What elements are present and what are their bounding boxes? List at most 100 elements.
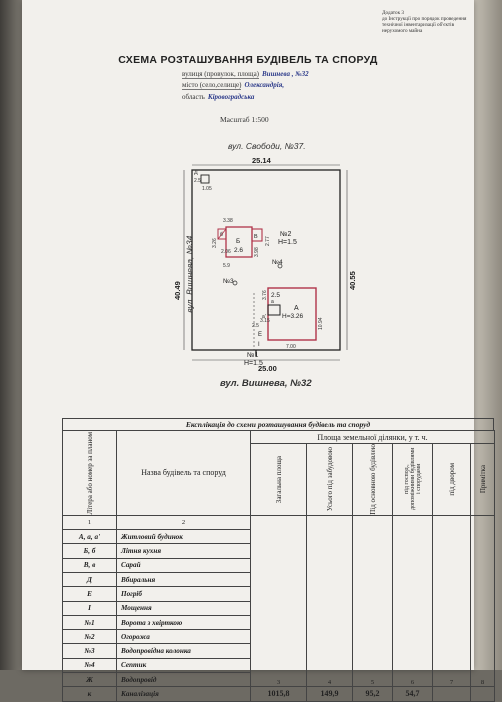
explication-table: Експлікація до схеми розташування будіве…: [62, 418, 495, 702]
aux-building-area: 54,7: [392, 686, 433, 702]
row-litera: В, в: [62, 557, 117, 573]
header-note-text: Примітка: [478, 465, 487, 494]
table-row: А, а, а'Житловий будинок: [62, 529, 495, 545]
dim-b-h2: 2.06: [221, 249, 231, 255]
col-number: 2: [116, 514, 251, 531]
row-name: Каналізація: [116, 686, 251, 702]
header-aux: під господ., допоміжними будівлями і спо…: [392, 443, 433, 516]
row-litera: Ж: [62, 672, 117, 688]
row-name: Водопровід: [116, 672, 251, 688]
yard-area: [432, 686, 471, 702]
row-litera: №1: [62, 614, 117, 631]
scale-text: Масштаб 1:500: [220, 115, 269, 124]
dim-bottom: 25.00: [258, 364, 277, 373]
col-number: 1: [62, 514, 117, 531]
row-name: Огорожа: [116, 629, 251, 645]
region-label: область: [182, 93, 205, 101]
summer-kitchen-label: Б: [236, 238, 240, 245]
table-title: Експлікація до схеми розташування будіве…: [62, 418, 494, 430]
septic-number: №4: [272, 259, 283, 266]
col-number: 6: [392, 514, 433, 688]
row-name: Мощення: [116, 600, 251, 616]
header-total: Загальна площа: [250, 443, 307, 516]
septic-marker: [277, 263, 283, 269]
water-column-marker: [232, 280, 238, 286]
row-litera: Е: [62, 586, 117, 602]
shed-building: [251, 228, 263, 242]
outhouse-dim: 1.05: [202, 186, 212, 192]
note-line: нерухомого майна: [382, 28, 423, 34]
col-number: 5: [352, 514, 393, 688]
header-litera-text: Літера або номер за планом: [85, 431, 94, 515]
col-number: 3: [250, 514, 307, 688]
row-litera: к: [62, 686, 117, 702]
note-cell: [470, 686, 495, 702]
summer-kitchen-annex: [217, 228, 227, 240]
shed-label: В: [254, 234, 258, 240]
col-number: 7: [432, 514, 471, 688]
header-built: Усього під забудовою: [306, 443, 353, 516]
dim-a-side: 3.76: [262, 290, 268, 300]
row-name: Водопровідна колонка: [116, 643, 251, 659]
summer-kitchen-building: [225, 226, 253, 258]
site-plan: 25.14 25.00 40.49 40.55 Д 2.5 1.05 Б 2.6…: [173, 156, 357, 373]
fence-number: №2: [280, 231, 292, 238]
region-value: Кіровоградська: [207, 93, 255, 101]
plot-boundary: [191, 169, 341, 351]
house-annex-label: а: [271, 299, 274, 305]
city-value: Олександрія,: [244, 81, 285, 89]
row-name: Ворота з хвірткою: [116, 614, 251, 631]
row-name: Септик: [116, 657, 251, 674]
summer-kitchen-height: 2.6: [234, 247, 243, 254]
note-line: технічної інвентаризації об'єктів: [382, 22, 455, 28]
header-main: Під основною будівлею: [352, 443, 393, 516]
note-line: до Інструкції про порядок проведення: [382, 16, 467, 22]
house-annex: [267, 304, 281, 316]
row-litera: Б, б: [62, 543, 117, 559]
row-name: Літня кухня: [116, 543, 251, 559]
row-name: Сарай: [116, 557, 251, 573]
outhouse-building: [200, 174, 210, 184]
street-value: Вишнева , №32: [262, 70, 309, 78]
dim-b-h3: 3.98: [254, 247, 260, 257]
header-name: Назва будівель та споруд: [116, 430, 251, 516]
background-left: [0, 0, 26, 670]
row-litera: А, а, а': [62, 529, 117, 545]
row-name: Погріб: [116, 586, 251, 602]
row-litera: №4: [62, 657, 117, 674]
outhouse-label: Д: [194, 170, 198, 176]
dim-a-length: 10.94: [318, 317, 324, 330]
col-number: 4: [306, 514, 353, 688]
house-label: А: [294, 305, 299, 312]
dim-left: 40.49: [173, 281, 182, 300]
row-name: Житловий будинок: [116, 529, 251, 545]
header-total-text: Загальна площа: [274, 455, 283, 503]
house-annex2-label: а': [262, 314, 266, 320]
header-yard-text: під двором: [447, 463, 456, 496]
header-note: Примітка: [470, 443, 495, 516]
water-column-number: №3: [223, 278, 234, 285]
dim-b-h1: 3.26: [212, 238, 218, 248]
dim-a-side3: 2.5: [252, 323, 259, 329]
header-area: Площа земельної ділянки, у т. ч.: [250, 430, 495, 444]
house-height: H=3.26: [282, 313, 304, 320]
row-litera: №2: [62, 629, 117, 645]
city-line: місто (село,селище)Олександрія,: [182, 81, 285, 90]
dim-a-side2: 3.15: [260, 318, 270, 324]
street-bottom-label: вул. Вишнева, №32: [220, 378, 312, 389]
table-row: к Каналізація 1015,8 149,9 95,2 54,7: [62, 686, 495, 702]
house-annex-height: 2.5: [271, 292, 280, 299]
street-line: вулиця (провулок, площа)Вишнева , №32: [182, 70, 309, 79]
header-litera: Літера або номер за планом: [62, 430, 117, 516]
header-yard: під двором: [432, 443, 471, 516]
main-building-area: 95,2: [352, 686, 393, 702]
outhouse-dim: 2.5: [194, 178, 201, 184]
dim-b-width: 3.38: [223, 218, 233, 224]
built-area: 149,9: [306, 686, 353, 702]
paving-label: І: [258, 342, 260, 348]
city-label: місто (село,селище): [182, 81, 242, 90]
